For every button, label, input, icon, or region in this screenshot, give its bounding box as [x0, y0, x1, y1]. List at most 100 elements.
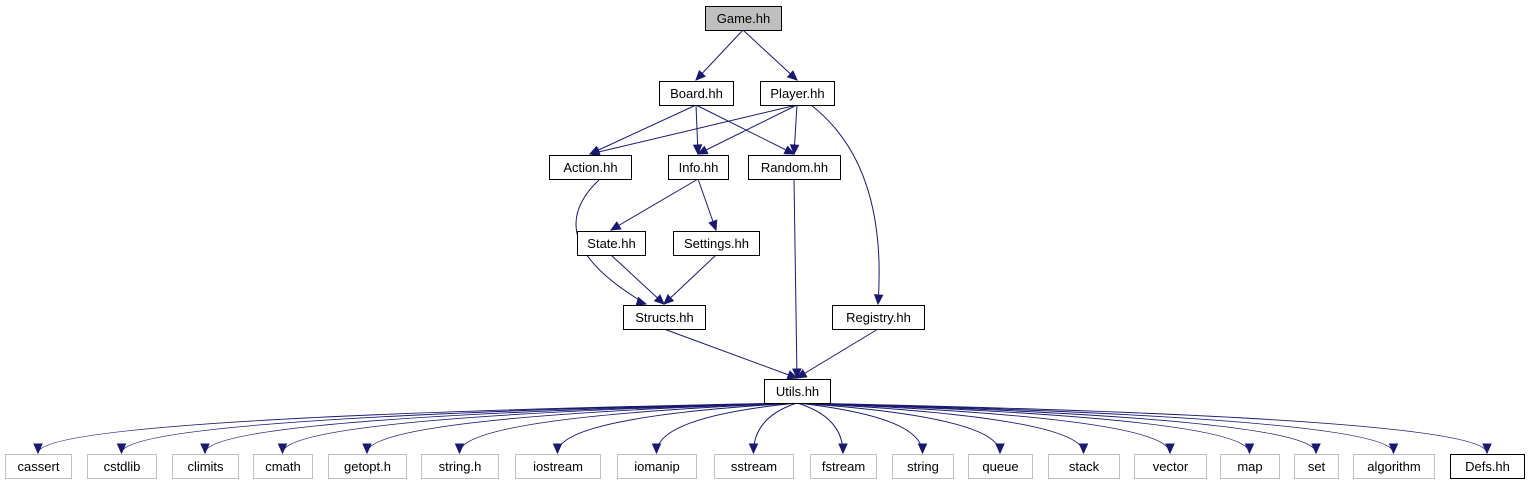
node-iomanip[interactable]: iomanip: [617, 454, 697, 479]
node-stringh[interactable]: string.h: [421, 454, 499, 479]
node-label: Settings.hh: [684, 236, 749, 251]
arrowhead: [651, 443, 662, 455]
node-box: [1353, 454, 1435, 479]
node-state[interactable]: State.hh: [577, 231, 646, 256]
node-box: [1134, 454, 1207, 479]
node-structs[interactable]: Structs.hh: [623, 305, 706, 330]
node-box: [421, 454, 499, 479]
edge-utils-to-algorithm: [796, 402, 1399, 455]
node-label: Player.hh: [770, 86, 824, 101]
edge-state-to-structs: [610, 254, 665, 305]
node-queue[interactable]: queue: [968, 454, 1033, 479]
node-board[interactable]: Board.hh: [659, 81, 734, 106]
node-string[interactable]: string: [892, 454, 954, 479]
node-player[interactable]: Player.hh: [760, 81, 835, 106]
edge-game-to-player: [742, 29, 798, 81]
node-box: [1294, 454, 1339, 479]
node-box: [1048, 454, 1120, 479]
edge-utils-to-cstdlib: [116, 402, 798, 455]
node-label: iomanip: [634, 459, 680, 474]
node-cassert[interactable]: cassert: [5, 454, 72, 479]
node-label: cstdlib: [104, 459, 141, 474]
arrowhead: [1078, 443, 1089, 455]
edge-structs-to-utils: [663, 328, 799, 380]
node-stack[interactable]: stack: [1048, 454, 1120, 479]
arrowhead: [789, 144, 800, 156]
node-label: iostream: [533, 459, 583, 474]
arrowhead: [708, 219, 718, 232]
node-getopt[interactable]: getopt.h: [328, 454, 407, 479]
node-label: cassert: [18, 459, 60, 474]
arrowhead: [277, 443, 288, 455]
node-label: Action.hh: [563, 160, 617, 175]
edge-info-to-settings: [697, 178, 718, 232]
arrowhead: [1244, 443, 1255, 455]
node-box: [617, 454, 697, 479]
arrowhead: [653, 294, 665, 305]
node-box: [810, 454, 877, 479]
arrowhead: [786, 370, 799, 380]
node-set[interactable]: set: [1294, 454, 1339, 479]
node-action[interactable]: Action.hh: [549, 155, 632, 180]
node-label: sstream: [731, 459, 777, 474]
node-cmath[interactable]: cmath: [253, 454, 313, 479]
edge-utils-to-string: [796, 402, 928, 455]
edge-board-to-action: [588, 104, 697, 155]
node-info[interactable]: Info.hh: [668, 155, 729, 180]
node-utils[interactable]: Utils.hh: [764, 379, 831, 404]
edge-utils-to-iostream: [552, 402, 798, 455]
arrowhead: [695, 69, 707, 81]
edges-layer: [33, 29, 1492, 455]
node-box: [968, 454, 1033, 479]
edge-player-to-random: [789, 104, 800, 156]
node-label: Random.hh: [761, 160, 828, 175]
edge-settings-to-structs: [663, 254, 717, 305]
arrowhead: [116, 443, 127, 455]
arrowhead: [1311, 443, 1321, 455]
node-cstdlib[interactable]: cstdlib: [87, 454, 157, 479]
arrowhead: [454, 443, 465, 455]
node-label: Info.hh: [679, 160, 719, 175]
node-defs[interactable]: Defs.hh: [1450, 454, 1525, 479]
edge-utils-to-cassert: [33, 402, 798, 455]
node-box: [705, 6, 782, 31]
node-label: Utils.hh: [776, 384, 819, 399]
node-algorithm[interactable]: algorithm: [1353, 454, 1435, 479]
edge-utils-to-iomanip: [651, 402, 798, 455]
node-box: [253, 454, 313, 479]
node-label: Game.hh: [717, 11, 770, 26]
node-climits[interactable]: climits: [172, 454, 239, 479]
node-label: Defs.hh: [1465, 459, 1510, 474]
node-vector[interactable]: vector: [1134, 454, 1207, 479]
node-settings[interactable]: Settings.hh: [673, 231, 760, 256]
edge-registry-to-utils: [795, 328, 879, 379]
arrowhead: [748, 443, 759, 455]
edge-player-to-info: [696, 104, 798, 155]
node-map[interactable]: map: [1220, 454, 1280, 479]
arrowhead: [1165, 443, 1175, 455]
edge-player-to-action: [588, 104, 798, 157]
node-label: string.h: [439, 459, 482, 474]
node-box: [172, 454, 239, 479]
node-registry[interactable]: Registry.hh: [832, 305, 925, 330]
edge-player-to-registry: [810, 104, 884, 306]
node-box: [764, 379, 831, 404]
node-iostream[interactable]: iostream: [515, 454, 601, 479]
node-fstream[interactable]: fstream: [810, 454, 877, 479]
edge-utils-to-cmath: [277, 402, 798, 455]
node-label: getopt.h: [344, 459, 391, 474]
arrowhead: [995, 443, 1005, 455]
arrowhead: [33, 443, 43, 455]
node-box: [659, 81, 734, 106]
node-box: [892, 454, 954, 479]
node-label: State.hh: [587, 236, 635, 251]
node-box: [1450, 454, 1525, 479]
edge-utils-to-map: [796, 402, 1255, 455]
arrowhead: [200, 443, 210, 455]
node-random[interactable]: Random.hh: [748, 155, 841, 180]
arrowhead: [795, 369, 808, 379]
node-sstream[interactable]: sstream: [714, 454, 794, 479]
arrowhead: [588, 147, 601, 157]
node-game[interactable]: Game.hh: [705, 6, 782, 31]
